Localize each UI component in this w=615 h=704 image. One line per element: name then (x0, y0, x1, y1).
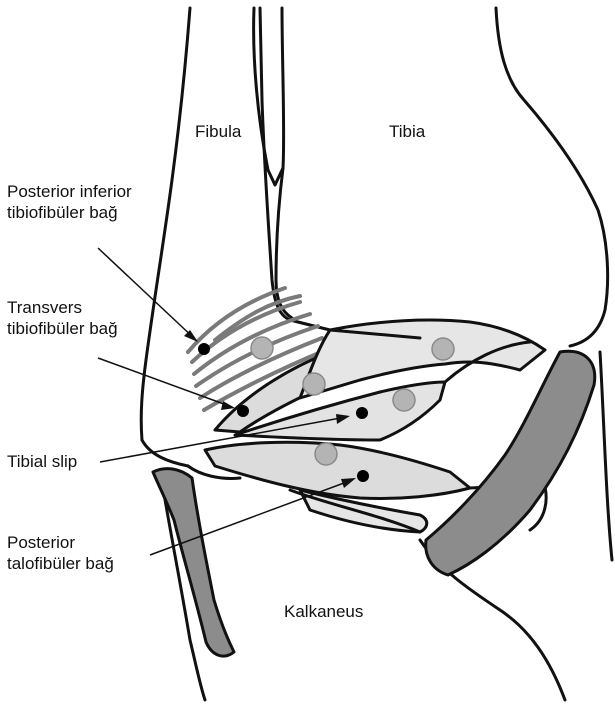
arrowhead-posterior-inferior (184, 330, 198, 342)
attachment-marker (432, 338, 454, 360)
attachment-marker (303, 373, 325, 395)
posterior-talofibular-band (205, 442, 470, 498)
pointer-transvers (98, 358, 232, 407)
label-transverse-tibiofibular: Transvers tibiofibüler bağ (7, 297, 118, 339)
label-line: Posterior inferior (7, 181, 132, 202)
label-line: tibiofibüler bağ (7, 202, 132, 223)
arrowhead-transvers (221, 401, 235, 410)
label-posterior-talofibular: Posterior talofibüler bağ (7, 532, 114, 574)
attachment-marker (315, 443, 337, 465)
fibula-shaft-outline (254, 8, 290, 320)
label-posterior-inferior-tibiofibular: Posterior inferior tibiofibüler bağ (7, 181, 132, 223)
pointer-dot-posterior-inferior (198, 343, 210, 355)
pointer-dot-posterior-talofibular (357, 470, 369, 482)
peroneal-tendon (153, 469, 234, 656)
label-line: Transvers (7, 297, 118, 318)
label-line: Posterior (7, 532, 114, 553)
label-line: talofibüler bağ (7, 553, 114, 574)
achilles-tendon (426, 351, 595, 575)
attachment-marker (251, 337, 273, 359)
pointer-dot-tibial-slip (356, 407, 368, 419)
tibia-bone (276, 8, 608, 346)
label-line: tibiofibüler bağ (7, 318, 118, 339)
attachment-marker (393, 389, 415, 411)
label-tibia: Tibia (389, 121, 425, 142)
label-kalkaneus: Kalkaneus (284, 601, 363, 622)
label-fibula: Fibula (195, 121, 241, 142)
pointer-dot-transvers (237, 405, 249, 417)
label-tibial-slip: Tibial slip (7, 451, 77, 472)
